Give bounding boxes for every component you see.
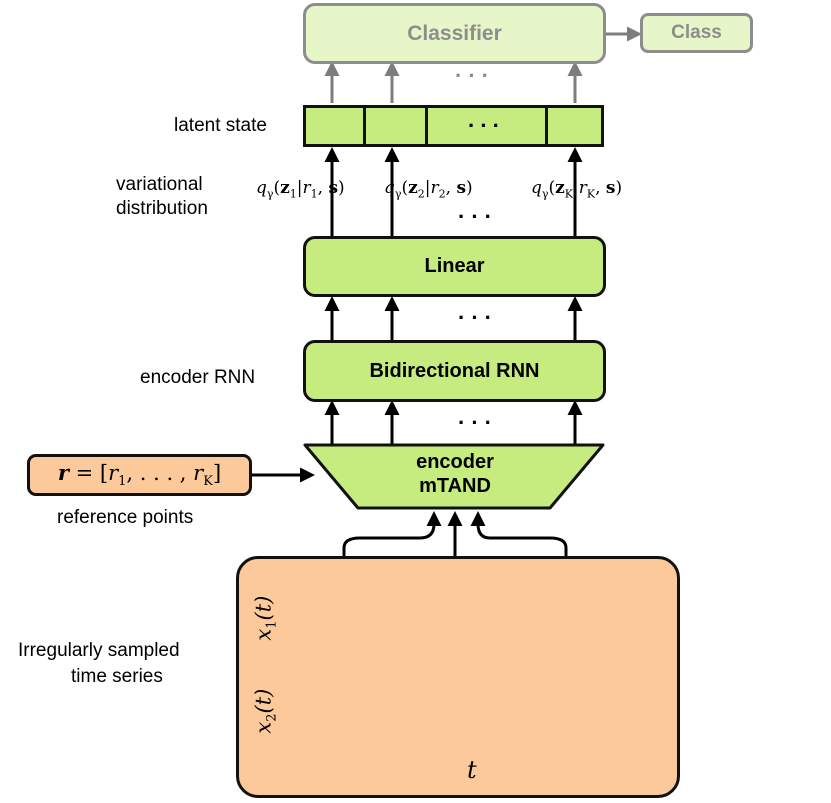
bidirectional-rnn-label: Bidirectional RNN bbox=[369, 359, 540, 382]
q-distribution-2: qγ(z2|r2, s) bbox=[384, 178, 473, 201]
class-block: Class bbox=[640, 13, 753, 53]
encoder-mtand-block bbox=[303, 443, 605, 510]
class-label: Class bbox=[671, 22, 722, 43]
latent-state-block: ··· bbox=[303, 105, 604, 147]
classifier-label: Classifier bbox=[407, 21, 502, 45]
irregular-label-line1: Irregularly sampled bbox=[18, 640, 180, 661]
reference-points-formula: r = [r1, . . . , rK] bbox=[57, 460, 222, 490]
variational-label-line1: variational bbox=[116, 174, 203, 195]
arrows-linear-to-latent bbox=[324, 147, 583, 236]
encoder-rnn-label: encoder RNN bbox=[140, 367, 256, 388]
encoder-mtand-line1: encoder bbox=[416, 451, 494, 473]
bidirectional-rnn-block: Bidirectional RNN bbox=[303, 340, 606, 402]
linear-label: Linear bbox=[424, 255, 485, 277]
classifier-block: Classifier bbox=[303, 3, 606, 64]
plot2-y-label: x2(t) bbox=[251, 688, 280, 734]
reference-points-box: r = [r1, . . . , rK] bbox=[27, 454, 252, 496]
dots-rnn: ··· bbox=[458, 410, 498, 435]
encoder-mtand-line2: mTAND bbox=[419, 475, 491, 497]
q-distribution-1: qγ(z1|r1, s) bbox=[256, 178, 345, 201]
dots-linear: ··· bbox=[458, 305, 498, 330]
linear-block: Linear bbox=[303, 236, 606, 297]
latent-dots: ··· bbox=[468, 113, 505, 138]
arrows-mtand-to-rnn bbox=[324, 400, 583, 444]
time-series-container bbox=[236, 556, 680, 798]
plot1-y-label: x1(t) bbox=[251, 595, 280, 641]
latent-state-label: latent state bbox=[174, 115, 267, 136]
dots-top: ··· bbox=[455, 63, 495, 88]
arrows-rnn-to-linear bbox=[324, 296, 583, 340]
arrows-latent-to-classifier bbox=[324, 61, 583, 103]
latent-cell-2 bbox=[366, 108, 428, 144]
plot-x-label: t bbox=[467, 756, 477, 784]
reference-points-label: reference points bbox=[57, 507, 194, 528]
latent-cell-1 bbox=[306, 108, 366, 144]
encoder-mtand-text: encoder mTAND bbox=[355, 450, 555, 498]
latent-cell-k bbox=[548, 108, 601, 144]
irregular-label-line2: time series bbox=[71, 666, 163, 687]
arrows-series-to-mtand bbox=[342, 511, 568, 556]
q-distribution-k: qγ(zK|rK, s) bbox=[531, 178, 623, 201]
dots-variational: ··· bbox=[458, 204, 498, 229]
latent-cell-dots: ··· bbox=[428, 108, 548, 144]
variational-label-line2: distribution bbox=[116, 198, 208, 219]
